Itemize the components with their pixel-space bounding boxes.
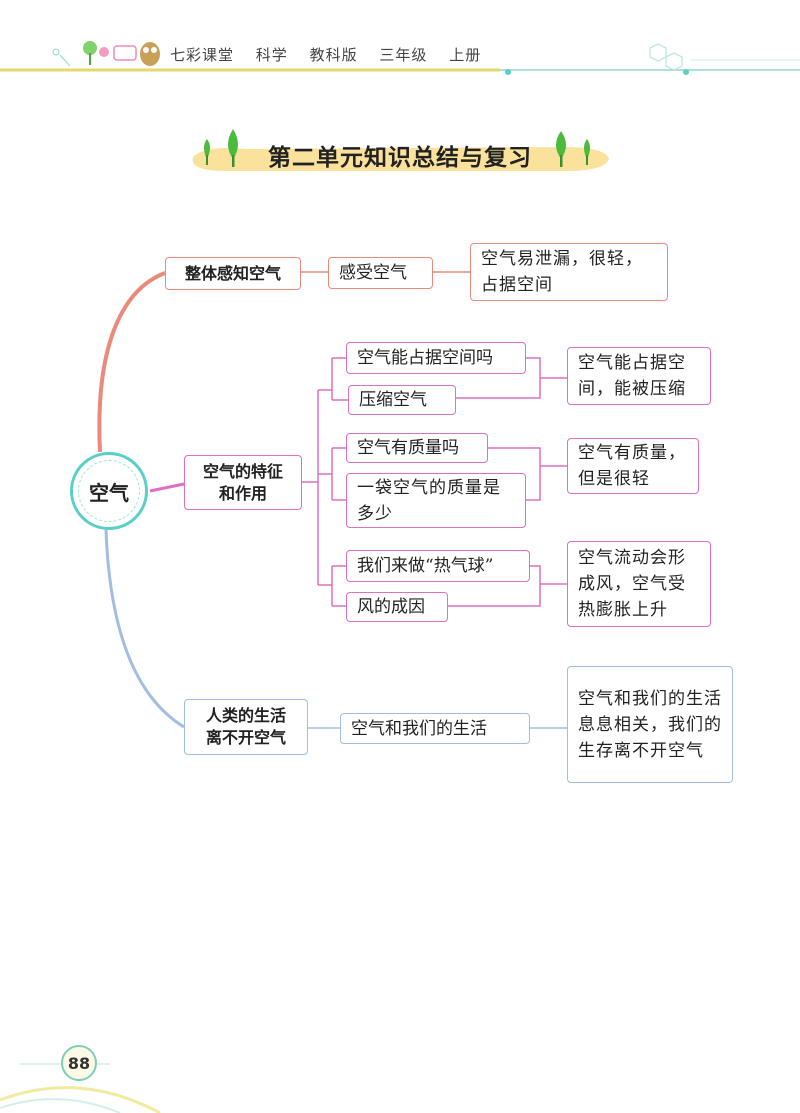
branch-air-features-uses: 空气的特征和作用: [184, 455, 302, 510]
topic-hot-air-balloon: 我们来做“热气球”: [346, 550, 530, 582]
leaf-wind-formation: 空气流动会形成风，空气受热膨胀上升: [567, 541, 711, 627]
header-series: 七彩课堂: [170, 46, 235, 64]
branch-life-needs-air: 人类的生活离不开空气: [184, 699, 308, 755]
topic-bag-air-mass: 一袋空气的质量是多少: [346, 473, 526, 528]
leaf-mass-light: 空气有质量，但是很轻: [567, 438, 699, 494]
header-subject: 科学: [255, 46, 288, 64]
topic-feel-air: 感受空气: [328, 257, 433, 289]
page-number: 88: [61, 1045, 97, 1081]
branch-overall-perception: 整体感知空气: [165, 257, 301, 290]
footer-decoration: [0, 1063, 161, 1113]
header-volume: 上册: [449, 46, 482, 64]
topic-air-and-life: 空气和我们的生活: [340, 713, 530, 744]
topic-air-occupy-space: 空气能占据空间吗: [346, 342, 526, 374]
tree-icon: [204, 129, 590, 167]
leaf-occupy-compress: 空气能占据空间，能被压缩: [567, 347, 711, 405]
molecule-icon: [649, 43, 683, 71]
topic-compress-air: 压缩空气: [348, 385, 456, 415]
topic-air-has-mass: 空气有质量吗: [346, 433, 488, 463]
header-edition: 教科版: [309, 46, 358, 64]
mascot-logo-icon: [83, 41, 160, 66]
leaf-air-leaks-light: 空气易泄漏，很轻，占据空间: [470, 243, 668, 301]
root-label: 空气: [78, 460, 140, 522]
topic-cause-of-wind: 风的成因: [346, 592, 448, 622]
title-banner: [192, 129, 609, 171]
header-decoration: [0, 43, 800, 75]
header-grade: 三年级: [379, 46, 428, 64]
page-title: 第二单元知识总结与复习: [268, 145, 532, 171]
leaf-air-essential: 空气和我们的生活息息相关，我们的生存离不开空气: [567, 666, 733, 783]
header-breadcrumb: 七彩课堂 科学 教科版 三年级 上册: [170, 44, 497, 65]
root-node: 空气: [70, 452, 148, 530]
